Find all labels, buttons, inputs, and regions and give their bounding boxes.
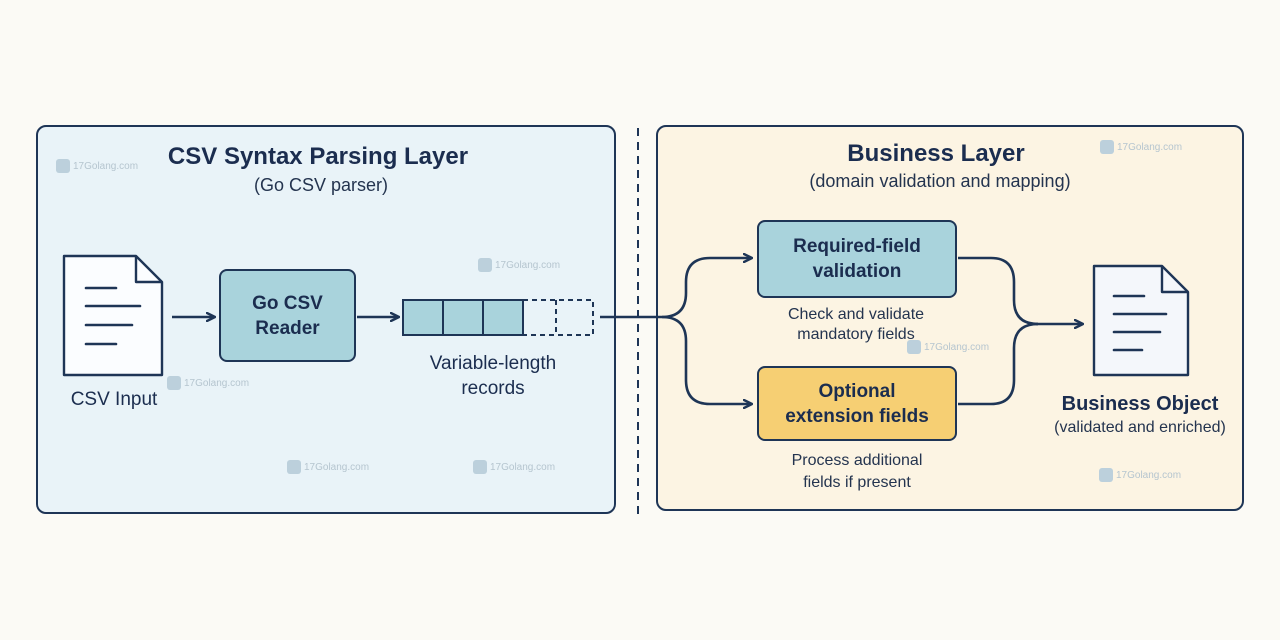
optional-caption: Process additional fields if present xyxy=(792,450,923,494)
watermark-logo-icon xyxy=(1099,468,1113,482)
watermark-logo-icon xyxy=(56,159,70,173)
records-to-required-arrow xyxy=(600,258,751,319)
optional-caption-line1: Process additional xyxy=(791,452,923,469)
csv-input-label: CSV Input xyxy=(70,389,158,410)
syntax-layer-subtitle: (Go CSV parser) xyxy=(253,175,389,195)
business-layer-subtitle: (domain validation and mapping) xyxy=(809,171,1071,191)
business-object-document-icon xyxy=(1092,264,1190,377)
optional-label-line2: extension fields xyxy=(785,405,929,427)
watermark: 17Golang.com xyxy=(473,460,555,474)
required-field-validation-box: Required-field validation xyxy=(757,220,957,298)
watermark: 17Golang.com xyxy=(167,376,249,390)
business-object-label: Business Object xyxy=(1061,393,1219,415)
watermark-logo-icon xyxy=(287,460,301,474)
watermark: 17Golang.com xyxy=(287,460,369,474)
business-layer-title: Business Layer xyxy=(847,140,1025,167)
reader-label-line2: Reader xyxy=(255,317,320,339)
watermark: 17Golang.com xyxy=(1099,468,1181,482)
watermark-logo-icon xyxy=(167,376,181,390)
required-caption-line2: mandatory fields xyxy=(797,326,915,343)
required-caption-line1: Check and validate xyxy=(787,306,925,323)
watermark: 17Golang.com xyxy=(1100,140,1182,154)
required-caption: Check and validate mandatory fields xyxy=(788,305,924,345)
optional-label-line1: Optional xyxy=(818,380,896,402)
optional-to-object-arrow xyxy=(958,322,1039,406)
records-to-optional-arrow xyxy=(661,315,751,404)
watermark-logo-icon xyxy=(473,460,487,474)
watermark-logo-icon xyxy=(478,258,492,272)
records-label: Variable-length records xyxy=(430,351,556,401)
watermark: 17Golang.com xyxy=(478,258,560,272)
watermark: 17Golang.com xyxy=(907,340,989,354)
optional-caption-line2: fields if present xyxy=(803,474,911,491)
optional-extension-fields-box: Optional extension fields xyxy=(757,366,957,441)
watermark: 17Golang.com xyxy=(56,159,138,173)
records-label-line1: Variable-length xyxy=(429,353,557,374)
watermark-logo-icon xyxy=(1100,140,1114,154)
csv-input-document-icon xyxy=(62,254,164,377)
reader-label-line1: Go CSV xyxy=(252,292,323,314)
go-csv-reader-box: Go CSV Reader xyxy=(219,269,356,362)
variable-length-records-icon xyxy=(402,299,594,336)
required-label-line2: validation xyxy=(812,261,902,282)
business-object-caption: (validated and enriched) xyxy=(1054,419,1226,436)
required-to-object-arrow xyxy=(958,256,1039,326)
records-label-line2: records xyxy=(461,378,525,399)
syntax-layer-title: CSV Syntax Parsing Layer xyxy=(167,143,469,170)
required-label-line1: Required-field xyxy=(793,236,921,257)
watermark-logo-icon xyxy=(907,340,921,354)
